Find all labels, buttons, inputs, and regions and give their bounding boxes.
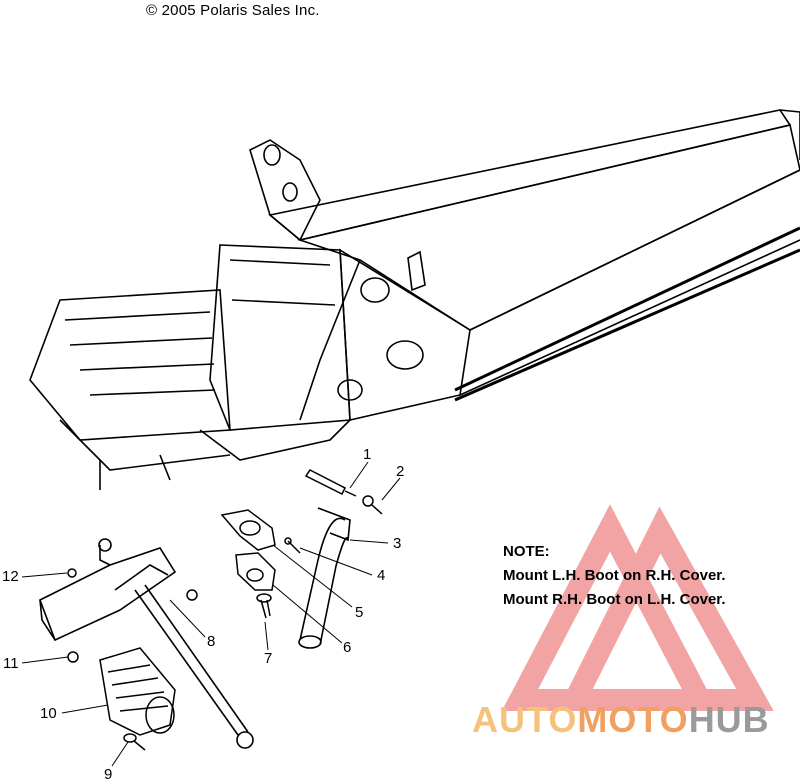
callout-9: 9 <box>104 766 113 783</box>
part-7-bolt <box>256 593 272 619</box>
callout-3: 3 <box>393 535 402 552</box>
callout-1: 1 <box>363 446 372 463</box>
leader-lines <box>21 461 401 767</box>
part-3-hose <box>298 507 351 649</box>
part-1-bracket <box>304 469 357 497</box>
callout-10: 10 <box>40 705 57 722</box>
steering-rod <box>134 584 254 749</box>
note-title: NOTE: <box>503 543 550 560</box>
part-10-boot <box>99 647 176 736</box>
part-12-nut <box>67 568 77 578</box>
copyright-text: © 2005 Polaris Sales Inc. <box>146 2 320 19</box>
part-5-clamp <box>220 509 276 551</box>
callout-12: 12 <box>2 568 19 585</box>
callout-11: 11 <box>3 655 19 672</box>
part-8-cover <box>38 538 177 642</box>
callout-8: 8 <box>207 633 216 650</box>
callout-5: 5 <box>355 604 364 621</box>
part-9-bolt <box>123 733 146 751</box>
part-4-screw <box>284 537 301 554</box>
note-line-1: Mount L.H. Boot on R.H. Cover. <box>503 567 726 584</box>
part-11-screw <box>67 651 79 663</box>
watermark-part-3: HUB <box>688 699 770 740</box>
watermark-logo <box>501 504 774 711</box>
note-line-2: Mount R.H. Boot on L.H. Cover. <box>503 591 726 608</box>
watermark-part-1: AUTO <box>472 699 578 740</box>
mounting-note: NOTE: Mount L.H. Boot on R.H. Cover. Mou… <box>503 540 725 612</box>
watermark-part-2: MOTO <box>577 699 689 740</box>
callout-4: 4 <box>377 567 386 584</box>
part-6-clamp <box>235 552 276 591</box>
part-2-screw <box>362 495 383 515</box>
callout-7: 7 <box>264 650 273 667</box>
callout-6: 6 <box>343 639 352 656</box>
chassis-tunnel <box>29 109 800 490</box>
watermark-text: AUTOMOTOHUB <box>472 700 770 740</box>
fastener-near-8 <box>186 589 198 601</box>
callout-2: 2 <box>396 463 405 480</box>
